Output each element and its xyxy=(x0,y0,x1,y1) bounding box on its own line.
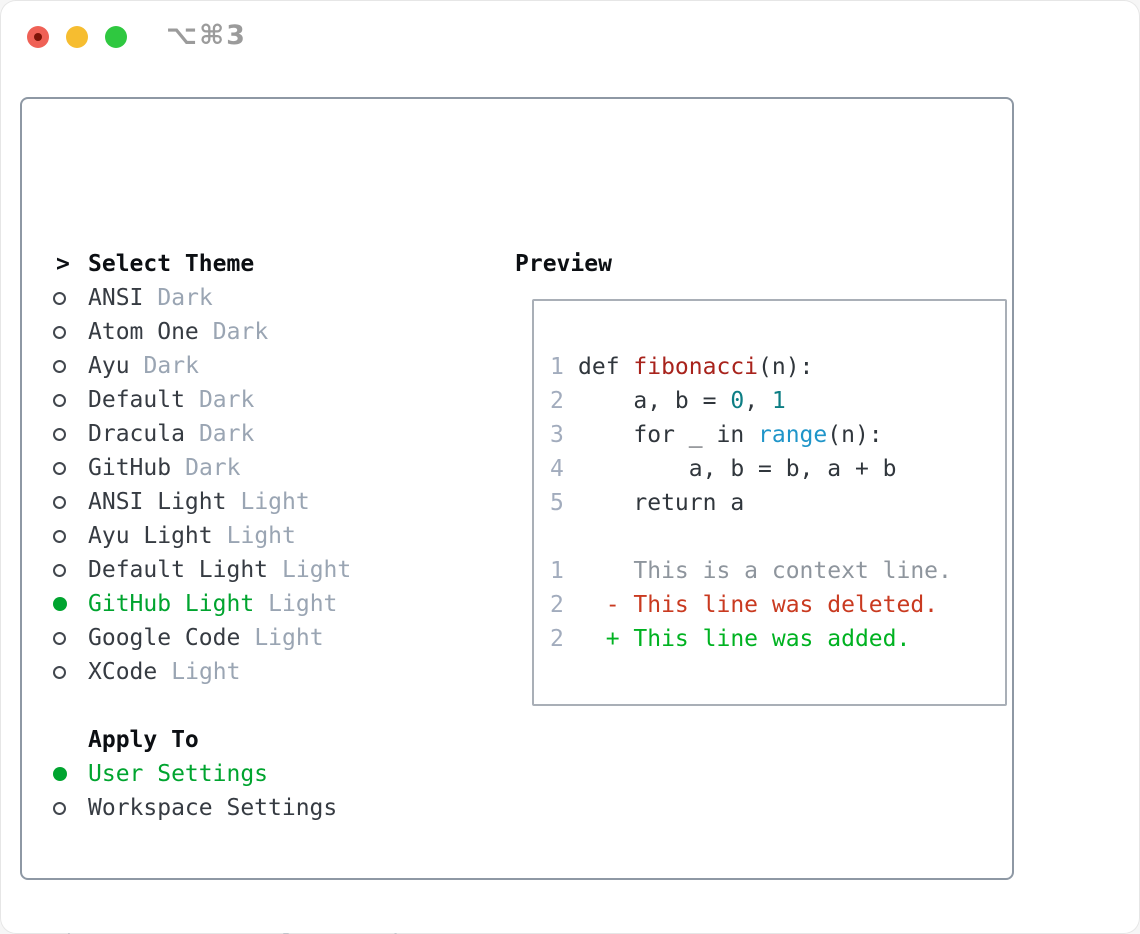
code-line: 3 for _ in range (n): xyxy=(550,418,1005,452)
code-line-blank xyxy=(550,520,1005,554)
code-token: - This line was deleted. xyxy=(578,592,939,618)
diff-deleted-line: 2 - This line was deleted. xyxy=(550,588,1005,622)
code-token: (n): xyxy=(758,354,814,380)
theme-list-header: > Select Theme xyxy=(53,247,351,281)
code-line: 4 a, b = b, a + b xyxy=(550,452,1005,486)
preview-title: Preview xyxy=(515,251,612,277)
code-token: This is a context line. xyxy=(578,558,952,584)
theme-option-dracula-dark[interactable]: Dracula Dark xyxy=(53,417,351,451)
radio-unselected-icon xyxy=(53,665,66,679)
keyboard-hint: (Use Enter to select, Tab to change focu… xyxy=(60,859,448,934)
code-token: 1 xyxy=(771,388,786,414)
code-token: for _ in xyxy=(578,422,759,448)
theme-variant-tag: Light xyxy=(282,557,352,583)
radio-unselected-icon xyxy=(53,393,66,407)
code-token: a, b = xyxy=(578,388,731,414)
theme-variant-tag: Dark xyxy=(198,387,255,413)
code-token: (n): xyxy=(827,422,883,448)
theme-variant-tag: Light xyxy=(240,489,310,515)
code-line: 5 return a xyxy=(550,486,1005,520)
line-number: 2 xyxy=(550,592,564,618)
apply-to-header: Apply To xyxy=(53,723,337,757)
apply-option-workspace-settings[interactable]: Workspace Settings xyxy=(53,791,337,825)
theme-option-ayu-dark[interactable]: Ayu Dark xyxy=(53,349,351,383)
close-button[interactable] xyxy=(27,26,49,48)
theme-variant-tag: Light xyxy=(268,591,338,617)
line-number xyxy=(550,520,564,554)
theme-list: > Select Theme ANSI Dark Atom One Dark A… xyxy=(53,247,351,689)
theme-option-default-dark[interactable]: Default Dark xyxy=(53,383,351,417)
keyboard-hint-line1: (Use Enter to select, Tab to xyxy=(60,927,448,934)
line-number: 4 xyxy=(550,456,564,482)
theme-variant-tag: Light xyxy=(254,625,324,651)
theme-option-ansi-dark[interactable]: ANSI Dark xyxy=(53,281,351,315)
theme-variant-tag: Dark xyxy=(157,285,213,311)
radio-unselected-icon xyxy=(53,495,66,509)
theme-variant-tag: Light xyxy=(171,659,241,685)
theme-option-atom-one-dark[interactable]: Atom One Dark xyxy=(53,315,351,349)
line-number: 1 xyxy=(550,558,564,584)
radio-unselected-icon xyxy=(53,801,66,815)
theme-option-google-code-light[interactable]: Google Code Light xyxy=(53,621,351,655)
theme-option-ansi-light[interactable]: ANSI Light Light xyxy=(53,485,351,519)
radio-unselected-icon xyxy=(53,359,66,373)
preview-pane: 1 def fibonacci (n): 2 a, b = 0 , 1 3 fo… xyxy=(532,299,1007,706)
theme-variant-tag: Light xyxy=(226,523,296,549)
line-number: 5 xyxy=(550,490,564,516)
code-token: return a xyxy=(578,490,745,516)
code-sample: 1 def fibonacci (n): 2 a, b = 0 , 1 3 fo… xyxy=(534,301,1005,656)
line-number: 2 xyxy=(550,626,564,652)
theme-option-github-light[interactable]: GitHub Light Light xyxy=(53,587,351,621)
theme-variant-tag: Dark xyxy=(143,353,199,379)
radio-selected-icon xyxy=(53,597,67,611)
line-number: 1 xyxy=(550,354,564,380)
radio-unselected-icon xyxy=(53,325,66,339)
radio-unselected-icon xyxy=(53,291,66,305)
line-number: 3 xyxy=(550,422,564,448)
theme-option-xcode-light[interactable]: XCode Light xyxy=(53,655,351,689)
diff-context-line: 1 This is a context line. xyxy=(550,554,1005,588)
code-line: 1 def fibonacci (n): xyxy=(550,350,1005,384)
radio-unselected-icon xyxy=(53,563,66,577)
theme-option-ayu-light[interactable]: Ayu Light Light xyxy=(53,519,351,553)
theme-variant-tag: Dark xyxy=(212,319,269,345)
code-token: , xyxy=(744,388,772,414)
code-token: def xyxy=(578,354,634,380)
theme-list-title: Select Theme xyxy=(88,251,255,277)
focus-caret-icon: > xyxy=(56,251,70,277)
theme-variant-tag: Dark xyxy=(198,421,255,447)
apply-option-user-settings[interactable]: User Settings xyxy=(53,757,337,791)
line-number: 2 xyxy=(550,388,564,414)
theme-variant-tag: Dark xyxy=(185,455,241,481)
code-token: a, b = b, a + b xyxy=(578,456,897,482)
apply-to-section: Apply To User Settings Workspace Setting… xyxy=(53,723,337,825)
diff-added-line: 2 + This line was added. xyxy=(550,622,1005,656)
window-title-shortcut: ⌥⌘3 xyxy=(166,20,247,51)
minimize-button[interactable] xyxy=(66,26,88,48)
apply-to-title: Apply To xyxy=(88,727,199,753)
radio-unselected-icon xyxy=(53,461,66,475)
code-token: fibonacci xyxy=(633,354,759,380)
code-token: + This line was added. xyxy=(578,626,911,652)
code-token: 0 xyxy=(730,388,745,414)
app-panel: > Select Theme ANSI Dark Atom One Dark A… xyxy=(20,97,1014,934)
theme-option-github-dark[interactable]: GitHub Dark xyxy=(53,451,351,485)
zoom-button[interactable] xyxy=(105,26,127,48)
radio-selected-icon xyxy=(53,767,67,781)
radio-unselected-icon xyxy=(53,631,66,645)
code-token: range xyxy=(758,422,828,448)
unsaved-dot-icon xyxy=(34,33,42,41)
code-line: 2 a, b = 0 , 1 xyxy=(550,384,1005,418)
radio-unselected-icon xyxy=(53,529,66,543)
theme-option-default-light[interactable]: Default Light Light xyxy=(53,553,351,587)
radio-unselected-icon xyxy=(53,427,66,441)
